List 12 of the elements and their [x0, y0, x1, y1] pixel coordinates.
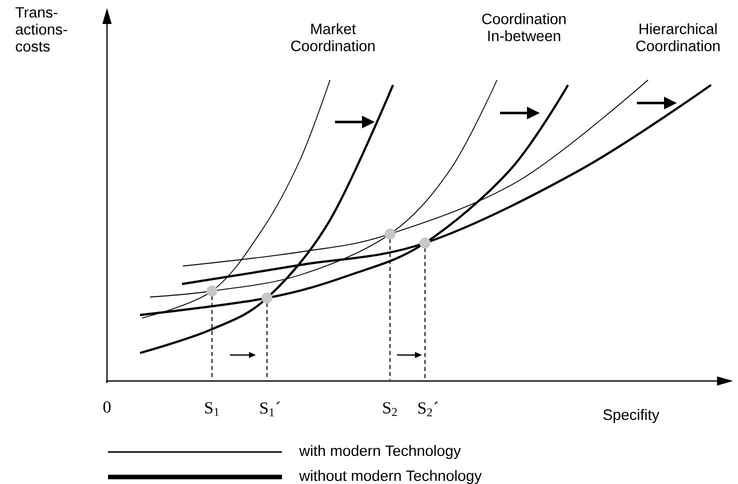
- tick-label: S$_{2}$: [383, 402, 397, 416]
- tick-label: S$_{1}$: [205, 402, 219, 416]
- legend-label: with modern Technology: [299, 445, 461, 459]
- tick-label: S$_{2}$´: [418, 402, 438, 416]
- axis-label: Trans- actions- costs: [16, 7, 68, 52]
- curve-label: Hierarchical Coordination: [636, 23, 720, 52]
- axis-label: Specifity: [603, 409, 660, 423]
- tick-label: S$_{1}$´: [260, 402, 280, 416]
- curve-label: Market Coordination: [291, 23, 375, 52]
- tick-label: 0: [103, 401, 111, 413]
- curve-label: Coordination In-between: [482, 13, 566, 42]
- legend-label: without modern Technology: [299, 470, 482, 484]
